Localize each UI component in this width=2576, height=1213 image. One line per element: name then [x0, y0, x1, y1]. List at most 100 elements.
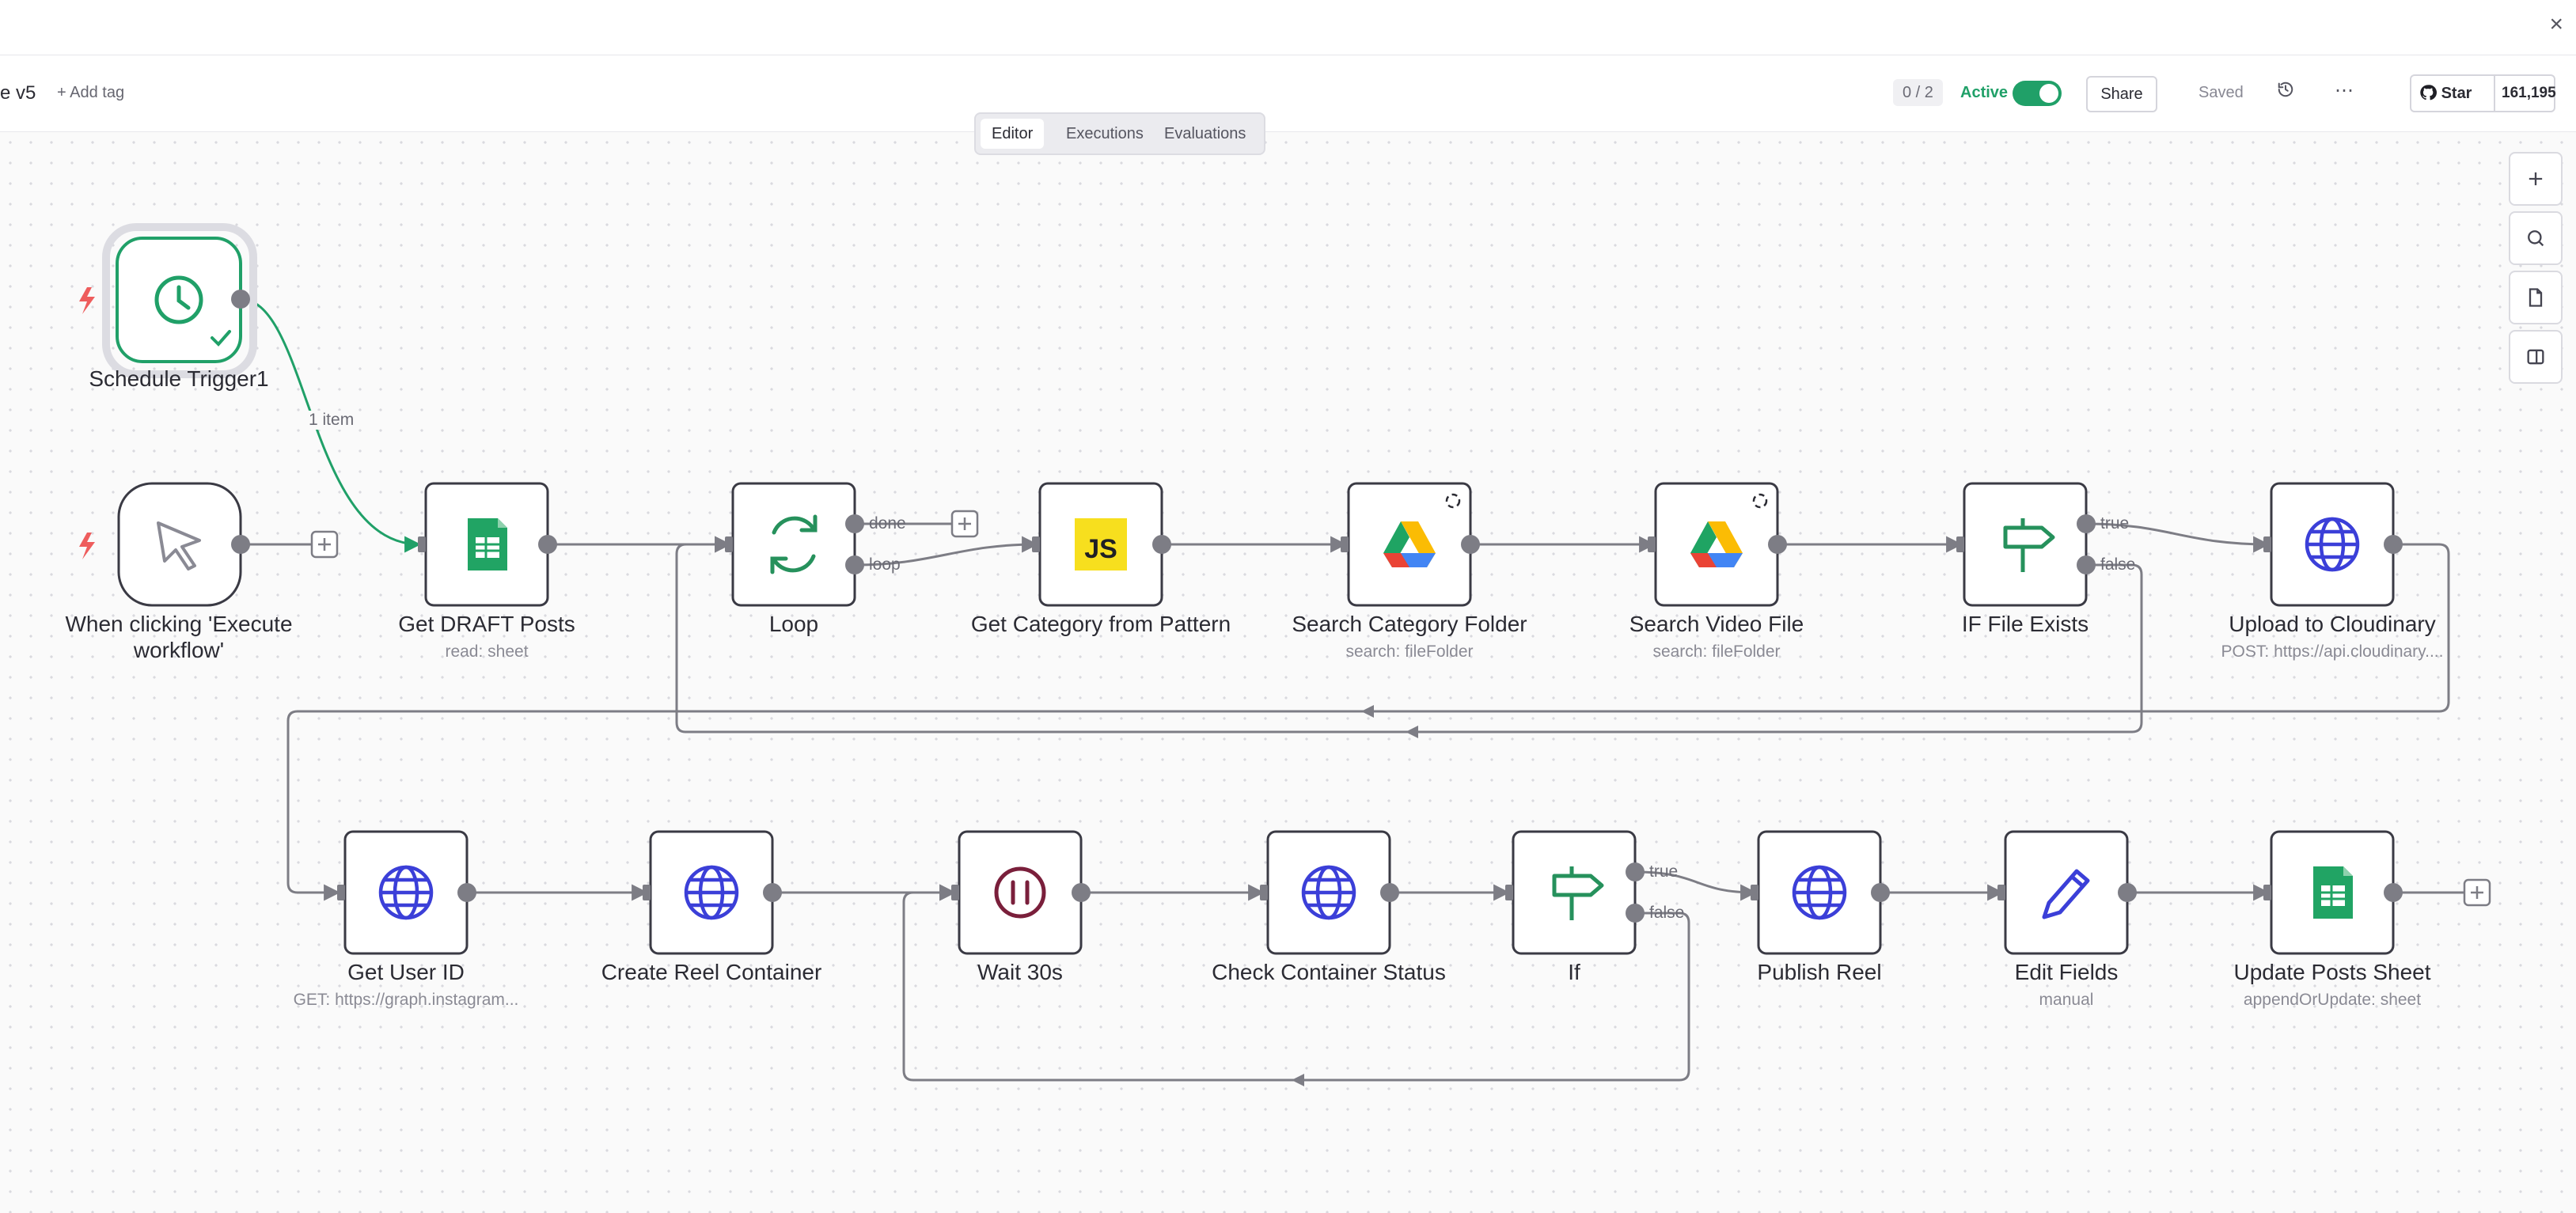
workflow-canvas[interactable]: JS	[0, 132, 2576, 1213]
edge-label-true: true	[2100, 514, 2130, 533]
add-node-button[interactable]	[310, 530, 339, 559]
signpost-icon	[1552, 866, 1604, 920]
success-check-icon	[211, 330, 231, 347]
node-update-posts-sheet[interactable]	[2263, 830, 2403, 955]
output-handle	[2384, 535, 2403, 554]
toggle-knob	[2039, 84, 2058, 103]
node-publish-reel[interactable]	[1751, 830, 1890, 955]
panel-icon	[2527, 349, 2544, 365]
globe-icon	[684, 865, 739, 920]
github-star-label: Star	[2441, 85, 2472, 102]
node-if-file-exists[interactable]	[1956, 482, 2096, 607]
node-search-category-folder[interactable]	[1341, 482, 1480, 607]
node-label: Search Category Folder	[1292, 612, 1527, 636]
globe-icon	[1301, 865, 1356, 920]
node-label: Get User ID	[347, 960, 465, 984]
node-schedule-trigger[interactable]	[79, 223, 257, 378]
google-sheets-icon	[468, 518, 507, 570]
node-get-draft-posts[interactable]	[418, 482, 557, 607]
node-label: Update Posts Sheet	[2233, 960, 2431, 984]
input-handle	[1956, 536, 1964, 552]
node-loop[interactable]	[725, 482, 864, 607]
output-handle	[1380, 883, 1399, 902]
add-node-button[interactable]	[2463, 878, 2491, 907]
more-options-button[interactable]: ⋯	[2335, 80, 2354, 101]
output-handle	[1152, 535, 1171, 554]
view-tabs: Editor Executions Evaluations	[974, 112, 1265, 155]
output-handle	[231, 535, 250, 554]
node-wait-30s[interactable]	[951, 830, 1091, 955]
node-label: If	[1568, 960, 1580, 984]
input-handle	[337, 885, 345, 900]
edge-label-items: 1 item	[309, 411, 355, 430]
tab-evaluations[interactable]: Evaluations	[1164, 125, 1246, 142]
trigger-bolt-icon	[79, 533, 95, 559]
node-upload-cloudinary[interactable]	[2263, 482, 2403, 607]
node-label: Schedule Trigger1	[89, 366, 269, 391]
javascript-icon-text: JS	[1084, 534, 1117, 564]
sticky-note-icon	[2529, 288, 2543, 307]
output-handle	[763, 883, 782, 902]
node-search-video-file[interactable]	[1648, 482, 1787, 607]
node-create-reel-container[interactable]	[643, 830, 782, 955]
share-button[interactable]: Share	[2086, 76, 2157, 112]
node-get-user-id[interactable]	[337, 830, 476, 955]
node-edit-fields[interactable]	[1997, 830, 2137, 955]
workflow-name[interactable]: e v5	[0, 82, 36, 104]
node-body	[117, 482, 242, 607]
github-star-widget[interactable]: Star 161,195	[2410, 74, 2556, 112]
search-icon	[2528, 230, 2544, 247]
toggle-panel-button[interactable]	[2509, 330, 2563, 384]
node-label: Search Video File	[1629, 612, 1804, 636]
add-node-button[interactable]	[950, 510, 979, 538]
edge-label-done: done	[869, 514, 906, 533]
globe-icon	[1792, 865, 1847, 920]
input-handle	[1341, 536, 1349, 552]
node-body	[1963, 482, 2088, 607]
node-manual-trigger[interactable]	[79, 482, 250, 607]
arrowhead-left-1	[1361, 705, 1374, 718]
node-subtitle: appendOrUpdate: sheet	[2243, 991, 2422, 1009]
github-star-button[interactable]: Star	[2419, 76, 2472, 111]
false-handle	[2077, 555, 2096, 574]
pen-icon	[2042, 869, 2090, 919]
node-check-container-status[interactable]	[1260, 830, 1399, 955]
node-if[interactable]	[1505, 830, 1645, 955]
input-handle	[1260, 885, 1268, 900]
google-drive-icon	[1383, 521, 1436, 567]
history-button[interactable]	[2270, 76, 2301, 109]
node-label: Publish Reel	[1757, 960, 1882, 984]
node-body	[958, 830, 1083, 955]
zoom-in-button[interactable]	[2509, 152, 2563, 206]
active-toggle[interactable]	[2013, 81, 2062, 106]
add-tag-button[interactable]: + Add tag	[57, 84, 125, 101]
pause-icon	[994, 866, 1046, 919]
tab-editor[interactable]: Editor	[981, 119, 1045, 149]
arrowhead-left-2	[1406, 726, 1418, 738]
edge-label-false: false	[1649, 904, 1685, 922]
node-label: Get DRAFT Posts	[398, 612, 575, 636]
node-get-category[interactable]: JS	[1032, 482, 1171, 607]
search-nodes-button[interactable]	[2509, 211, 2563, 265]
node-body	[731, 482, 856, 607]
node-label: Wait 30s	[977, 960, 1063, 984]
plus-icon	[2529, 172, 2543, 186]
close-icon[interactable]: ×	[2549, 11, 2563, 37]
loop-handle	[845, 555, 864, 574]
retry-badge-icon	[1752, 493, 1768, 509]
trigger-bolt-icon	[79, 287, 95, 314]
output-handle	[231, 290, 250, 309]
globe-icon	[2305, 517, 2360, 572]
google-sheets-icon	[2313, 866, 2353, 919]
github-divider	[2494, 76, 2495, 111]
node-subtitle: POST: https://api.cloudinary....	[2221, 643, 2444, 661]
true-handle	[1626, 862, 1645, 881]
tab-executions[interactable]: Executions	[1066, 125, 1144, 142]
node-subtitle: read: sheet	[445, 643, 529, 661]
add-sticky-note-button[interactable]	[2509, 271, 2563, 324]
output-handle	[457, 883, 476, 902]
saved-status: Saved	[2199, 84, 2244, 101]
node-label: When clicking 'Execute workflow'	[65, 612, 293, 662]
arrowhead-left-3	[1292, 1074, 1304, 1086]
production-checklist-counter[interactable]: 0 / 2	[1893, 79, 1943, 106]
